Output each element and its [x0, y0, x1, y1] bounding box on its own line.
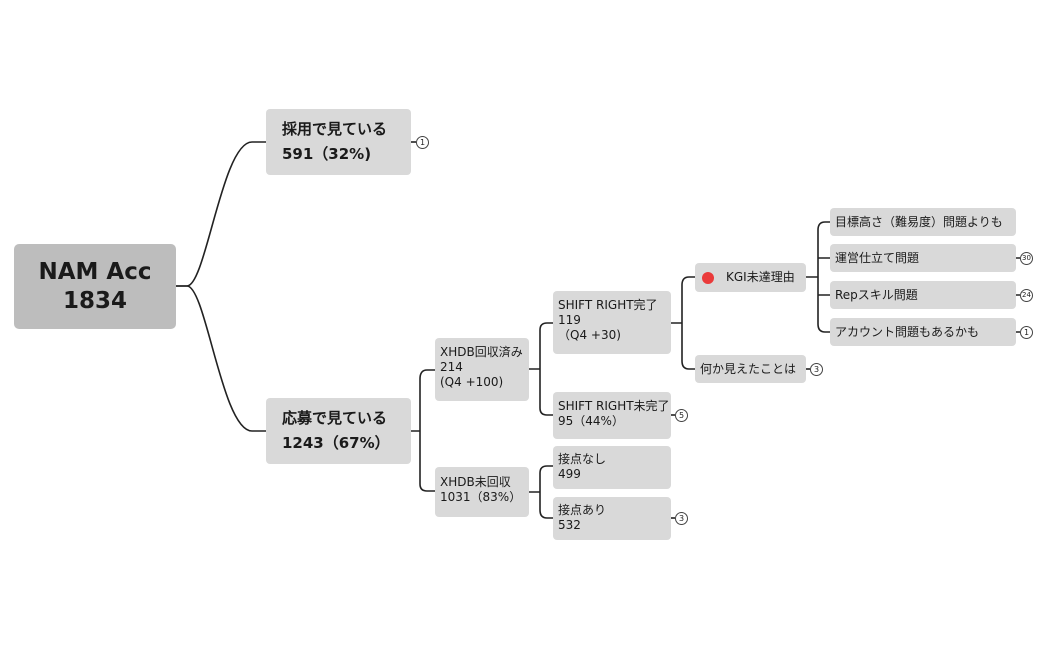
- link-oubo-xhdb: [411, 369, 435, 492]
- node-contact-none[interactable]: 接点なし 499: [553, 446, 671, 489]
- node-nanika[interactable]: 何か見えたことは: [695, 355, 806, 383]
- node-kgi[interactable]: KGI未達理由: [695, 263, 806, 292]
- node-reason[interactable]: 運営仕立て問題: [830, 244, 1016, 272]
- node-shift-undone[interactable]: SHIFT RIGHT未完了 95（44%）: [553, 392, 671, 439]
- node-reason-label: アカウント問題もあるかも: [835, 324, 980, 339]
- node-contact-none-count: 499: [558, 467, 581, 481]
- comment-count-badge[interactable]: 1: [1020, 326, 1033, 339]
- node-saiyou-count: 591（32%): [282, 145, 372, 163]
- node-xhdb-done-count: 214: [440, 360, 463, 374]
- node-reason[interactable]: 目標高さ（難易度）問題よりも: [830, 208, 1016, 236]
- node-contact-yes-title: 接点あり: [558, 503, 607, 517]
- node-reason[interactable]: Repスキル問題: [830, 281, 1016, 309]
- node-shift-undone-title: SHIFT RIGHT未完了: [558, 399, 670, 413]
- node-saiyou[interactable]: 採用で見ている 591（32%): [266, 109, 411, 175]
- comment-count-badge[interactable]: 24: [1020, 289, 1033, 302]
- node-shift-done-title: SHIFT RIGHT完了: [558, 298, 658, 312]
- node-xhdb-done[interactable]: XHDB回収済み 214 (Q4 +100): [435, 338, 529, 401]
- comment-count-badge[interactable]: 1: [416, 136, 429, 149]
- link-shift-kgi: [671, 276, 695, 370]
- link-root-oubo: [176, 285, 266, 432]
- comment-count-badge[interactable]: 30: [1020, 252, 1033, 265]
- link-kgi-reasons: [806, 221, 830, 333]
- link-reason-badges: [1016, 257, 1020, 333]
- node-saiyou-title: 採用で見ている: [282, 120, 388, 138]
- link-xhdb-shift: [529, 322, 553, 416]
- node-oubo-title: 応募で見ている: [282, 409, 388, 427]
- node-xhdb-done-title: XHDB回収済み: [440, 345, 523, 359]
- node-contact-yes[interactable]: 接点あり 532: [553, 497, 671, 540]
- node-xhdb-done-delta: (Q4 +100): [440, 375, 504, 389]
- node-reason-label: Repスキル問題: [835, 287, 918, 302]
- node-reason-label: 目標高さ（難易度）問題よりも: [835, 214, 1003, 229]
- node-kgi-label: KGI未達理由: [726, 270, 795, 284]
- node-oubo-count: 1243（67%）: [282, 434, 390, 452]
- comment-count-badge[interactable]: 3: [810, 363, 823, 376]
- node-shift-done-delta: （Q4 +30): [558, 328, 621, 342]
- root-node[interactable]: NAM Acc 1834: [14, 244, 176, 329]
- node-contact-none-title: 接点なし: [558, 452, 607, 466]
- node-shift-undone-count: 95（44%）: [558, 414, 624, 428]
- node-xhdb-undone-title: XHDB未回収: [440, 475, 511, 489]
- node-reason-label: 運営仕立て問題: [835, 250, 920, 265]
- node-shift-done[interactable]: SHIFT RIGHT完了 119 （Q4 +30): [553, 291, 671, 354]
- root-count: 1834: [62, 287, 127, 314]
- node-oubo[interactable]: 応募で見ている 1243（67%）: [266, 398, 411, 464]
- link-root-saiyou: [176, 141, 266, 287]
- node-contact-yes-count: 532: [558, 518, 581, 532]
- link-xhdb-contact: [529, 465, 553, 519]
- node-shift-done-count: 119: [558, 313, 581, 327]
- node-xhdb-undone-count: 1031（83%）: [440, 490, 522, 504]
- node-xhdb-undone[interactable]: XHDB未回収 1031（83%）: [435, 467, 529, 517]
- comment-count-badge[interactable]: 5: [675, 409, 688, 422]
- node-reason[interactable]: アカウント問題もあるかも: [830, 318, 1016, 346]
- root-title: NAM Acc: [38, 258, 152, 285]
- red-flag-icon: [702, 271, 714, 284]
- comment-count-badge[interactable]: 3: [675, 512, 688, 525]
- node-nanika-label: 何か見えたことは: [700, 361, 797, 376]
